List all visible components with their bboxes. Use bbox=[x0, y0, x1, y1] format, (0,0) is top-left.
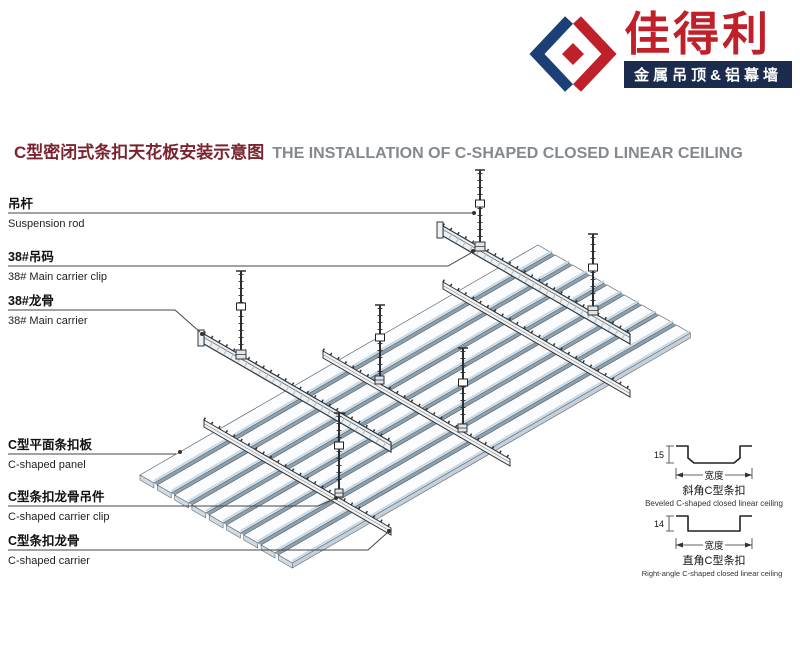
title-zh: C型密闭式条扣天花板安装示意图 bbox=[14, 143, 265, 162]
profile-beveled-caption-zh: 斜角C型条扣 bbox=[683, 483, 746, 497]
profile-right-angle-height-dim bbox=[666, 515, 674, 532]
title-en: THE INSTALLATION OF C-SHAPED CLOSED LINE… bbox=[272, 145, 743, 162]
profile-beveled-height-dim bbox=[666, 445, 674, 464]
label-main-carrier-zh: 38#龙骨 bbox=[8, 293, 54, 308]
main-carrier-beam bbox=[197, 329, 393, 454]
profile-beveled-width-dim bbox=[675, 468, 753, 479]
rod-threads bbox=[238, 173, 596, 486]
profile-beveled: 15 宽度 斜角C型条扣 Beveled C-shaped closed lin… bbox=[645, 445, 783, 508]
profile-beveled-width-label: 宽度 bbox=[704, 470, 724, 482]
leader-dots bbox=[178, 211, 476, 533]
carrier-clips bbox=[235, 241, 599, 498]
c-shaped-carriers bbox=[203, 279, 631, 536]
label-suspension-rod-en: Suspension rod bbox=[8, 218, 84, 230]
label-c-carrier-en: C-shaped carrier bbox=[8, 555, 90, 567]
panel-shading-lines bbox=[153, 250, 691, 562]
label-panel-zh: C型平面条扣板 bbox=[8, 437, 93, 452]
dim-arrow-right bbox=[745, 542, 752, 548]
main-carrier-beam bbox=[436, 221, 632, 346]
logo: 佳得利 金属吊顶&铝幕墙 bbox=[529, 10, 792, 98]
logo-red-chevron bbox=[573, 16, 617, 92]
profile-right-angle-height: 14 bbox=[654, 519, 664, 529]
label-main-carrier-clip-en: 38# Main carrier clip bbox=[8, 271, 107, 283]
rod-top-caps bbox=[236, 169, 598, 414]
leader-lines bbox=[8, 212, 472, 551]
main-carriers bbox=[197, 221, 632, 454]
label-c-carrier-clip-en: C-shaped carrier clip bbox=[8, 511, 109, 523]
label-panel-en: C-shaped panel bbox=[8, 459, 86, 471]
page-title: C型密闭式条扣天花板安装示意图 THE INSTALLATION OF C-SHA… bbox=[14, 138, 743, 163]
logo-blue-chevron bbox=[529, 16, 574, 92]
profile-right-angle-caption-en: Right-angle C-shaped closed linear ceili… bbox=[642, 569, 783, 578]
dim-arrow-left bbox=[676, 542, 683, 548]
profile-right-angle-caption-zh: 直角C型条扣 bbox=[683, 553, 746, 567]
profile-beveled-caption-en: Beveled C-shaped closed linear ceiling bbox=[645, 499, 783, 508]
suspension-rods bbox=[236, 169, 598, 489]
c-carrier bbox=[203, 417, 392, 536]
c-carrier bbox=[442, 279, 631, 398]
profile-right-angle-width-dim bbox=[675, 538, 753, 549]
part-labels: 吊杆 Suspension rod 38#吊码 38# Main carrier… bbox=[8, 196, 109, 567]
logo-diamond-icon bbox=[529, 16, 617, 92]
brand-tagline: 金属吊顶&铝幕墙 bbox=[624, 61, 792, 89]
label-main-carrier-clip-zh: 38#吊码 bbox=[8, 250, 54, 264]
dim-arrow-left bbox=[676, 472, 683, 478]
label-c-carrier-zh: C型条扣龙骨 bbox=[8, 533, 80, 548]
label-suspension-rod-zh: 吊杆 bbox=[8, 196, 34, 211]
label-main-carrier-en: 38# Main carrier bbox=[8, 315, 88, 327]
c-carrier bbox=[322, 348, 511, 467]
profile-right-angle-width-label: 宽度 bbox=[704, 540, 724, 552]
profile-beveled-outline bbox=[676, 445, 752, 464]
rod-adjusters bbox=[236, 199, 598, 450]
profile-right-angle: 14 宽度 直角C型条扣 Right-angle C-shaped closed… bbox=[642, 515, 783, 578]
profile-right-angle-outline bbox=[676, 515, 752, 532]
profile-beveled-height: 15 bbox=[654, 450, 664, 460]
logo-center-diamond bbox=[562, 43, 585, 65]
brand-name: 佳得利 bbox=[624, 8, 772, 60]
dim-arrow-right bbox=[745, 472, 752, 478]
label-c-carrier-clip-zh: C型条扣龙骨吊件 bbox=[8, 489, 105, 504]
